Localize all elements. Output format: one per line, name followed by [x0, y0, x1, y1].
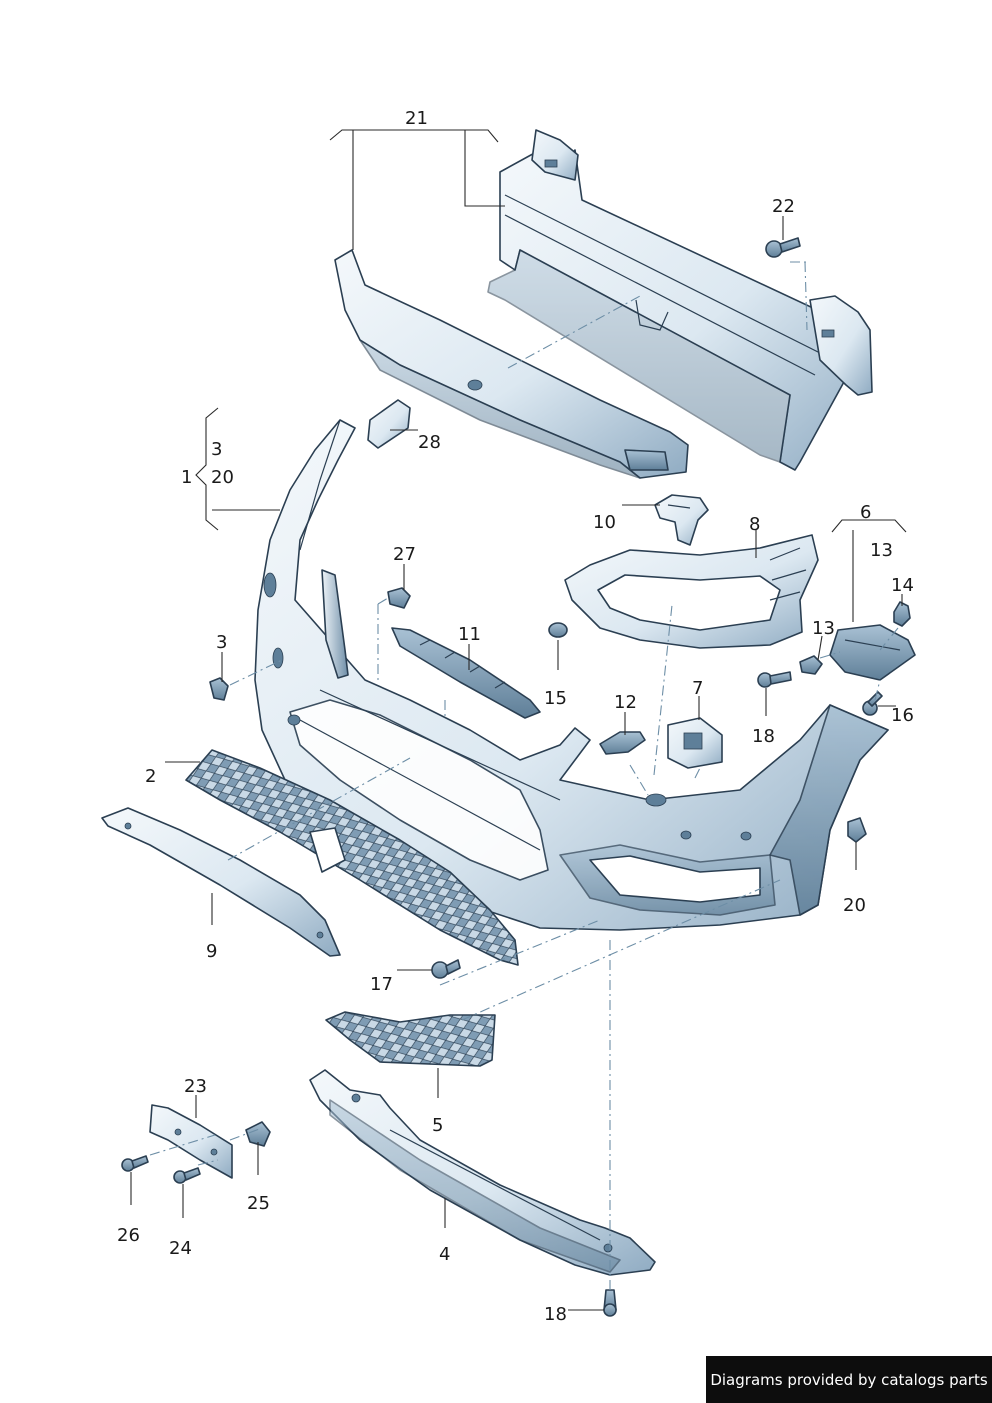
bracket-10 — [654, 494, 709, 546]
screw-22 — [765, 237, 801, 258]
sensor-holder-7 — [667, 717, 723, 769]
label-21: 21 — [405, 108, 428, 129]
label-5: 5 — [432, 1115, 443, 1136]
label-6: 6 — [860, 502, 871, 523]
credit-text: Diagrams provided by catalogs parts — [710, 1370, 988, 1389]
label-13: 13 — [812, 618, 835, 639]
plug-15 — [548, 622, 568, 638]
label-7: 7 — [692, 678, 703, 699]
carrier-frame-21 — [487, 129, 873, 471]
strip-9 — [101, 807, 341, 957]
bumper-cover-1 — [254, 419, 889, 931]
bracket-28 — [367, 399, 411, 449]
leader-lines — [130, 129, 907, 1311]
grille-2 — [185, 749, 519, 966]
label-25: 25 — [247, 1193, 270, 1214]
mounting-frame-8 — [564, 534, 819, 649]
label-2: 2 — [145, 766, 156, 787]
label-3: 3 — [216, 632, 227, 653]
label-4: 4 — [439, 1244, 450, 1265]
trim-strip-11 — [391, 627, 541, 719]
label-1: 1 — [181, 467, 192, 488]
credit-banner: Diagrams provided by catalogs parts — [706, 1356, 992, 1403]
nut-13 — [799, 655, 823, 675]
clip-25 — [245, 1121, 271, 1147]
spoiler-4 — [309, 1069, 656, 1276]
label-18-bottom: 18 — [544, 1304, 567, 1325]
screw-24 — [173, 1167, 201, 1184]
screw-16 — [862, 691, 883, 716]
label-20: 20 — [843, 895, 866, 916]
label-17: 17 — [370, 974, 393, 995]
label-15: 15 — [544, 688, 567, 709]
clip-3 — [209, 677, 229, 701]
label-9: 9 — [206, 941, 217, 962]
assembly-lines — [149, 261, 899, 1290]
label-14: 14 — [891, 575, 914, 596]
screw-26 — [121, 1155, 149, 1172]
label-23: 23 — [184, 1076, 207, 1097]
label-28: 28 — [418, 432, 441, 453]
clip-20 — [847, 817, 867, 843]
label-13-top: 13 — [870, 540, 893, 561]
grille-insert-5 — [325, 1011, 496, 1067]
impact-bar — [334, 249, 689, 479]
label-27: 27 — [393, 544, 416, 565]
label-16: 16 — [891, 705, 914, 726]
clip-14 — [893, 601, 911, 627]
label-11: 11 — [458, 624, 481, 645]
label-26: 26 — [117, 1225, 140, 1246]
label-18-right: 18 — [752, 726, 775, 747]
clip-27 — [387, 587, 411, 609]
side-bracket-6 — [829, 624, 916, 681]
label-12: 12 — [614, 692, 637, 713]
plate-bracket-23 — [149, 1104, 233, 1179]
cap-12 — [599, 731, 646, 755]
label-24: 24 — [169, 1238, 192, 1259]
label-22: 22 — [772, 196, 795, 217]
screw-17 — [431, 959, 461, 979]
label-20-top: 20 — [211, 467, 234, 488]
label-3-top: 3 — [211, 439, 222, 460]
label-8: 8 — [749, 514, 760, 535]
label-10: 10 — [593, 512, 616, 533]
screw-18-bottom — [603, 1289, 617, 1317]
screw-18-right — [757, 671, 792, 688]
callout-labels: 21 22 3 1 20 28 10 8 6 13 27 14 3 11 13 … — [117, 108, 914, 1325]
